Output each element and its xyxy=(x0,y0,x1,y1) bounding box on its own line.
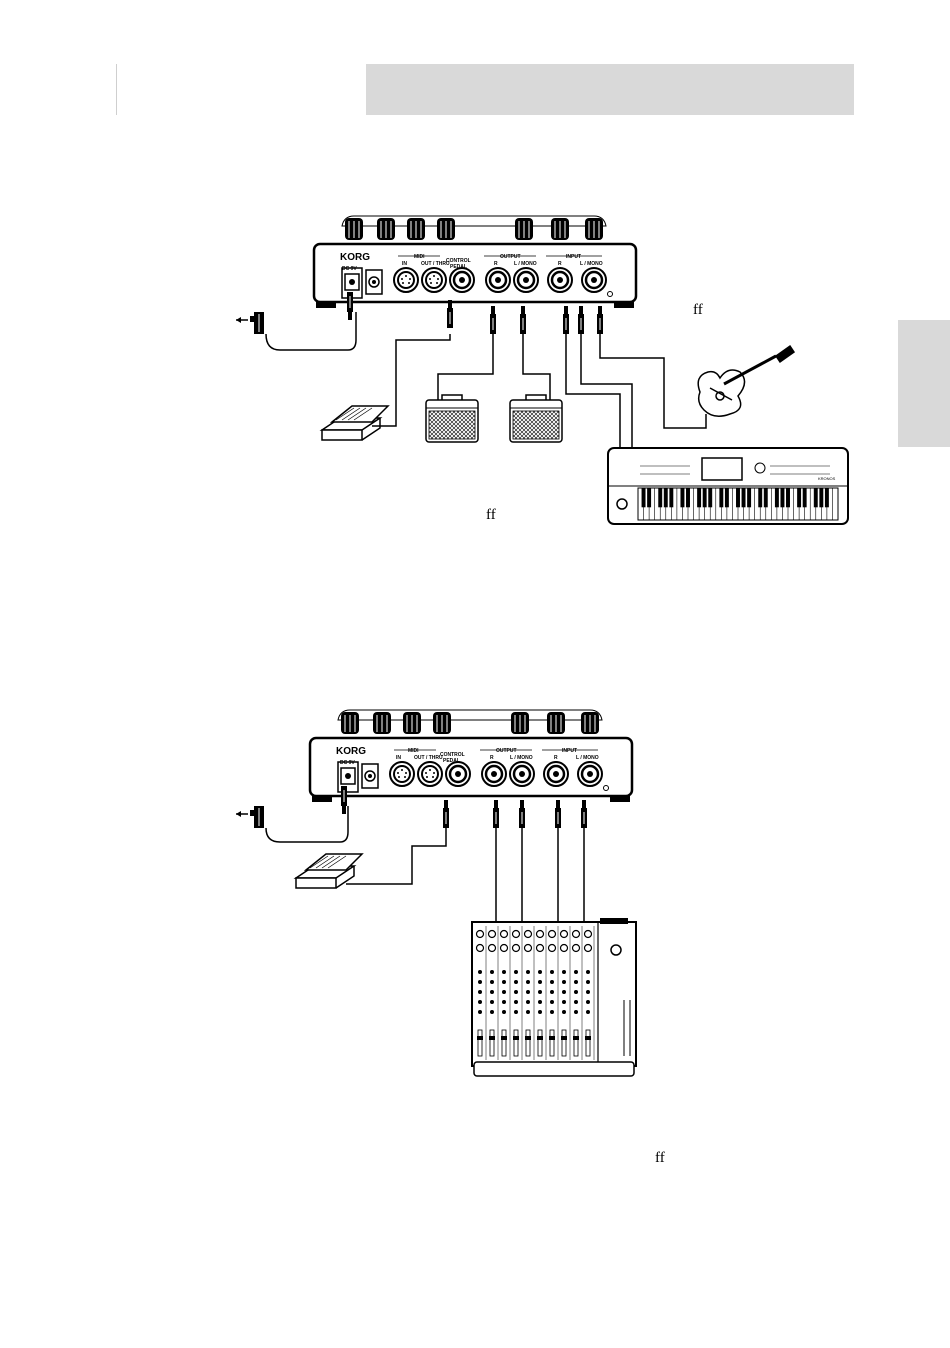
plug-out-r-1 xyxy=(490,306,496,334)
diagram-1-unit: KORG DC 9V MIDI IN OUT / THRU CONTROL PE… xyxy=(314,216,636,308)
expression-pedal-2 xyxy=(296,854,362,888)
midi-label-1: MIDI xyxy=(414,254,425,260)
input-l-label-2: L / MONO xyxy=(576,755,599,761)
guitar xyxy=(698,346,794,416)
synthesizer-keyboard: KRONOS xyxy=(608,448,848,524)
mixer xyxy=(472,918,636,1076)
dc-label-2: DC 9V xyxy=(340,760,355,766)
output-r-label-2: R xyxy=(490,755,494,761)
input-r-label-2: R xyxy=(554,755,558,761)
output-l-label-1: L / MONO xyxy=(514,261,537,267)
dc-label-1: DC 9V xyxy=(342,266,357,272)
diagram-2-unit: KORG DC 9V MIDI IN OUT / THRU CONTROL PE… xyxy=(310,710,632,802)
input-label-2: INPUT xyxy=(562,748,577,754)
input-label-1: INPUT xyxy=(566,254,581,260)
brand-logo-1: KORG xyxy=(340,252,370,263)
plug-out-r-2 xyxy=(493,800,499,828)
midi-label-2: MIDI xyxy=(408,748,419,754)
plug-pedal-1 xyxy=(447,300,453,328)
plug-in-3 xyxy=(597,306,603,334)
plug-out-l-1 xyxy=(520,306,526,334)
output-l-label-2: L / MONO xyxy=(510,755,533,761)
output-label-1: OUTPUT xyxy=(500,254,521,260)
expression-pedal-1 xyxy=(322,406,388,440)
pedal-label-2: PEDAL xyxy=(443,758,460,764)
plug-out-l-2 xyxy=(519,800,525,828)
output-r-label-1: R xyxy=(494,261,498,267)
plug-pedal-2 xyxy=(443,800,449,828)
cables-2 xyxy=(346,828,584,924)
plug-in-r-2 xyxy=(555,800,561,828)
input-r-label-1: R xyxy=(558,261,562,267)
midi-in-label-2: IN xyxy=(396,755,401,761)
output-label-2: OUTPUT xyxy=(496,748,517,754)
midi-out-label-2: OUT / THRU xyxy=(414,755,443,761)
keyboard-model: KRONOS xyxy=(818,476,836,481)
midi-in-label-1: IN xyxy=(402,261,407,267)
brand-logo-2: KORG xyxy=(336,746,366,757)
amp-left xyxy=(510,395,562,442)
pedal-label-1: PEDAL xyxy=(450,264,467,270)
input-l-label-1: L / MONO xyxy=(580,261,603,267)
plug-in-l-2 xyxy=(581,800,587,828)
amp-right xyxy=(426,395,478,442)
plug-in-2 xyxy=(578,306,584,334)
plug-in-1 xyxy=(563,306,569,334)
